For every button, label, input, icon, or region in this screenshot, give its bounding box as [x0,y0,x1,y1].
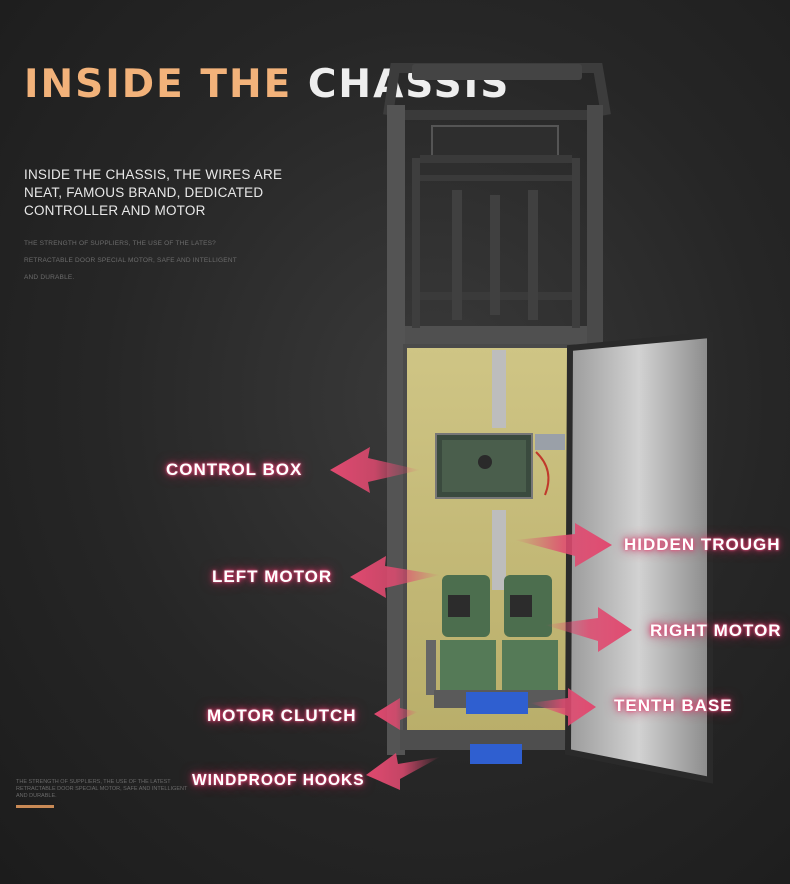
title-part-accent: INSIDE THE [24,62,293,107]
callout-motor-clutch: MOTOR CLUTCH [207,706,357,725]
top-handle [383,63,611,116]
callout-arrows [330,447,632,790]
fine-print-line: AND DURABLE. [24,274,75,281]
arrow-hidden-trough [515,523,612,567]
fine-print-bottom: THE STRENGTH OF SUPPLIERS, THE USE OF TH… [16,779,188,799]
callout-right-motor: RIGHT MOTOR [650,621,782,640]
callout-left-motor: LEFT MOTOR [212,567,333,586]
arrow-windproof-hooks [366,753,440,790]
callout-control-box: CONTROL BOX [166,460,303,479]
callout-windproof-hooks: WINDPROOF HOOKS [192,772,365,789]
arrow-tenth-base [530,688,596,726]
fine-print: THE STRENGTH OF SUPPLIERS, THE USE OF TH… [24,235,254,286]
arrow-control-box [330,447,420,493]
control-box-unit [435,433,565,499]
accent-bar [16,805,54,808]
intro-text: INSIDE THE CHASSIS, THE WIRES ARE NEAT, … [24,167,283,218]
callout-tenth-base: TENTH BASE [614,696,733,715]
arrow-motor-clutch [374,698,418,730]
callout-hidden-trough: HIDDEN TROUGH [624,535,781,554]
windproof-hook-block [470,744,522,764]
cabinet-door [564,331,713,784]
arrow-left-motor [350,556,440,598]
base-plate [466,692,528,714]
fine-print-line: RETRACTABLE DOOR SPECIAL MOTOR, SAFE AND… [24,257,237,264]
fine-print-line: THE STRENGTH OF SUPPLIERS, THE USE OF TH… [24,240,216,247]
arrow-right-motor [545,607,632,652]
upper-frame [387,105,603,755]
